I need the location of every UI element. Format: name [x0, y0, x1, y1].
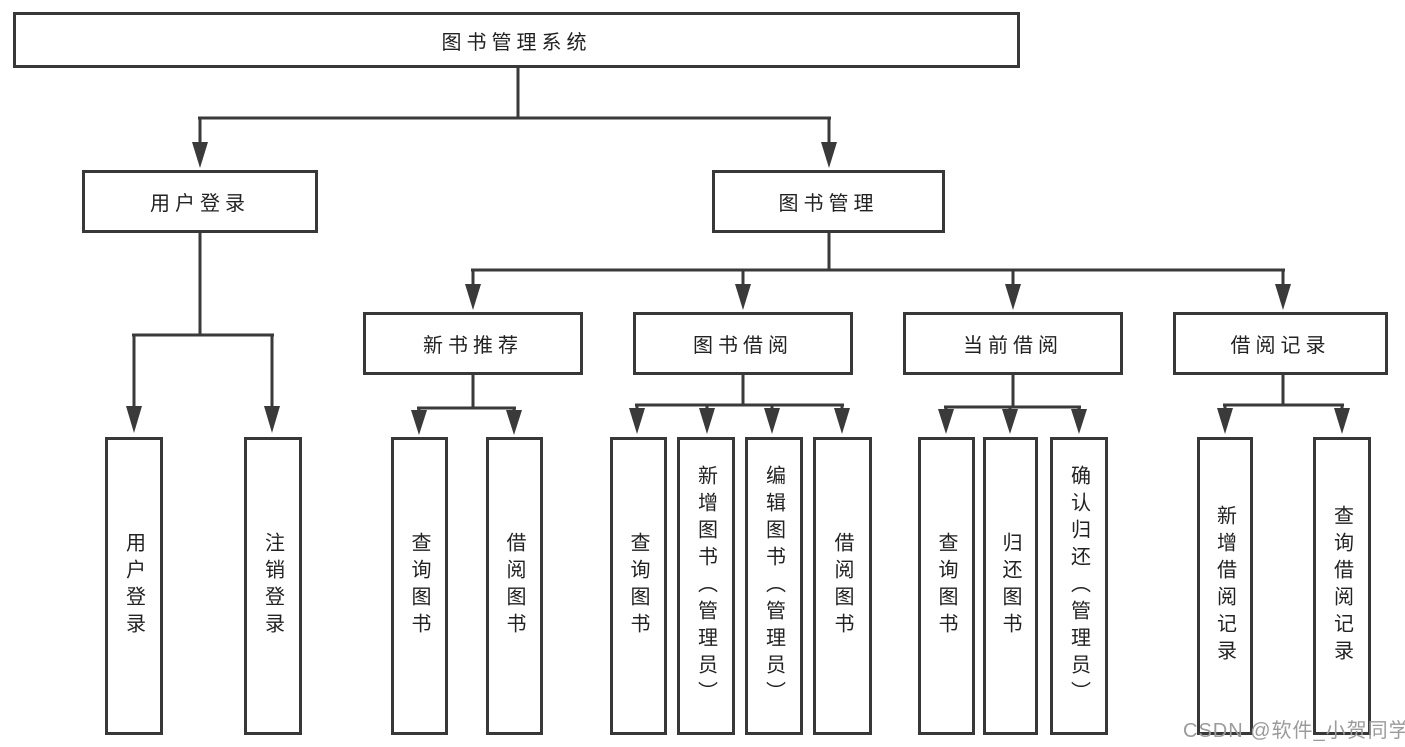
leaf-label: 查询图书: [935, 532, 957, 640]
node-user-login: 用户登录: [82, 170, 318, 233]
csdn-watermark: CSDN @软件_小贺同学: [1183, 720, 1405, 742]
node-book-borrow: 图书借阅: [633, 312, 853, 375]
leaf-label: 注销登录: [261, 532, 284, 640]
node-new-book-recommend: 新书推荐: [363, 312, 583, 375]
leaf-logout-login: 注销登录: [244, 437, 302, 735]
leaf-add-borrow-record: 新增借阅记录: [1197, 437, 1253, 735]
leaf-label: 新增借阅记录: [1213, 505, 1236, 667]
leaf-query-books-borrow: 查询图书: [610, 437, 667, 735]
node-root-system: 图书管理系统: [13, 12, 1020, 68]
leaf-return-books: 归还图书: [983, 437, 1038, 735]
leaf-query-books-recommend: 查询图书: [391, 437, 448, 735]
node-book-management: 图书管理: [712, 170, 945, 233]
leaf-label: 借阅图书: [503, 532, 525, 640]
leaf-label: 归还图书: [999, 532, 1021, 640]
node-borrow-records: 借阅记录: [1173, 312, 1388, 375]
leaf-add-books-admin: 新增图书（管理员）: [677, 437, 735, 735]
leaf-borrow-books: 借阅图书: [813, 437, 872, 735]
leaf-label: 编辑图书（管理员）: [762, 464, 785, 708]
leaf-label: 确认归还（管理员）: [1067, 464, 1090, 708]
leaf-label: 查询图书: [408, 532, 430, 640]
leaf-label: 查询图书: [627, 532, 649, 640]
leaf-borrow-books-recommend: 借阅图书: [486, 437, 543, 735]
leaf-label: 用户登录: [122, 532, 145, 640]
leaf-label: 查询借阅记录: [1330, 505, 1353, 667]
leaf-query-borrow-record: 查询借阅记录: [1313, 437, 1371, 735]
leaf-label: 新增图书（管理员）: [694, 464, 717, 708]
leaf-edit-books-admin: 编辑图书（管理员）: [745, 437, 803, 735]
leaf-query-books-current: 查询图书: [918, 437, 975, 735]
leaf-confirm-return-admin: 确认归还（管理员）: [1050, 437, 1108, 735]
node-current-borrow: 当前借阅: [903, 312, 1123, 375]
leaf-user-login: 用户登录: [105, 437, 163, 735]
leaf-label: 借阅图书: [831, 532, 853, 640]
